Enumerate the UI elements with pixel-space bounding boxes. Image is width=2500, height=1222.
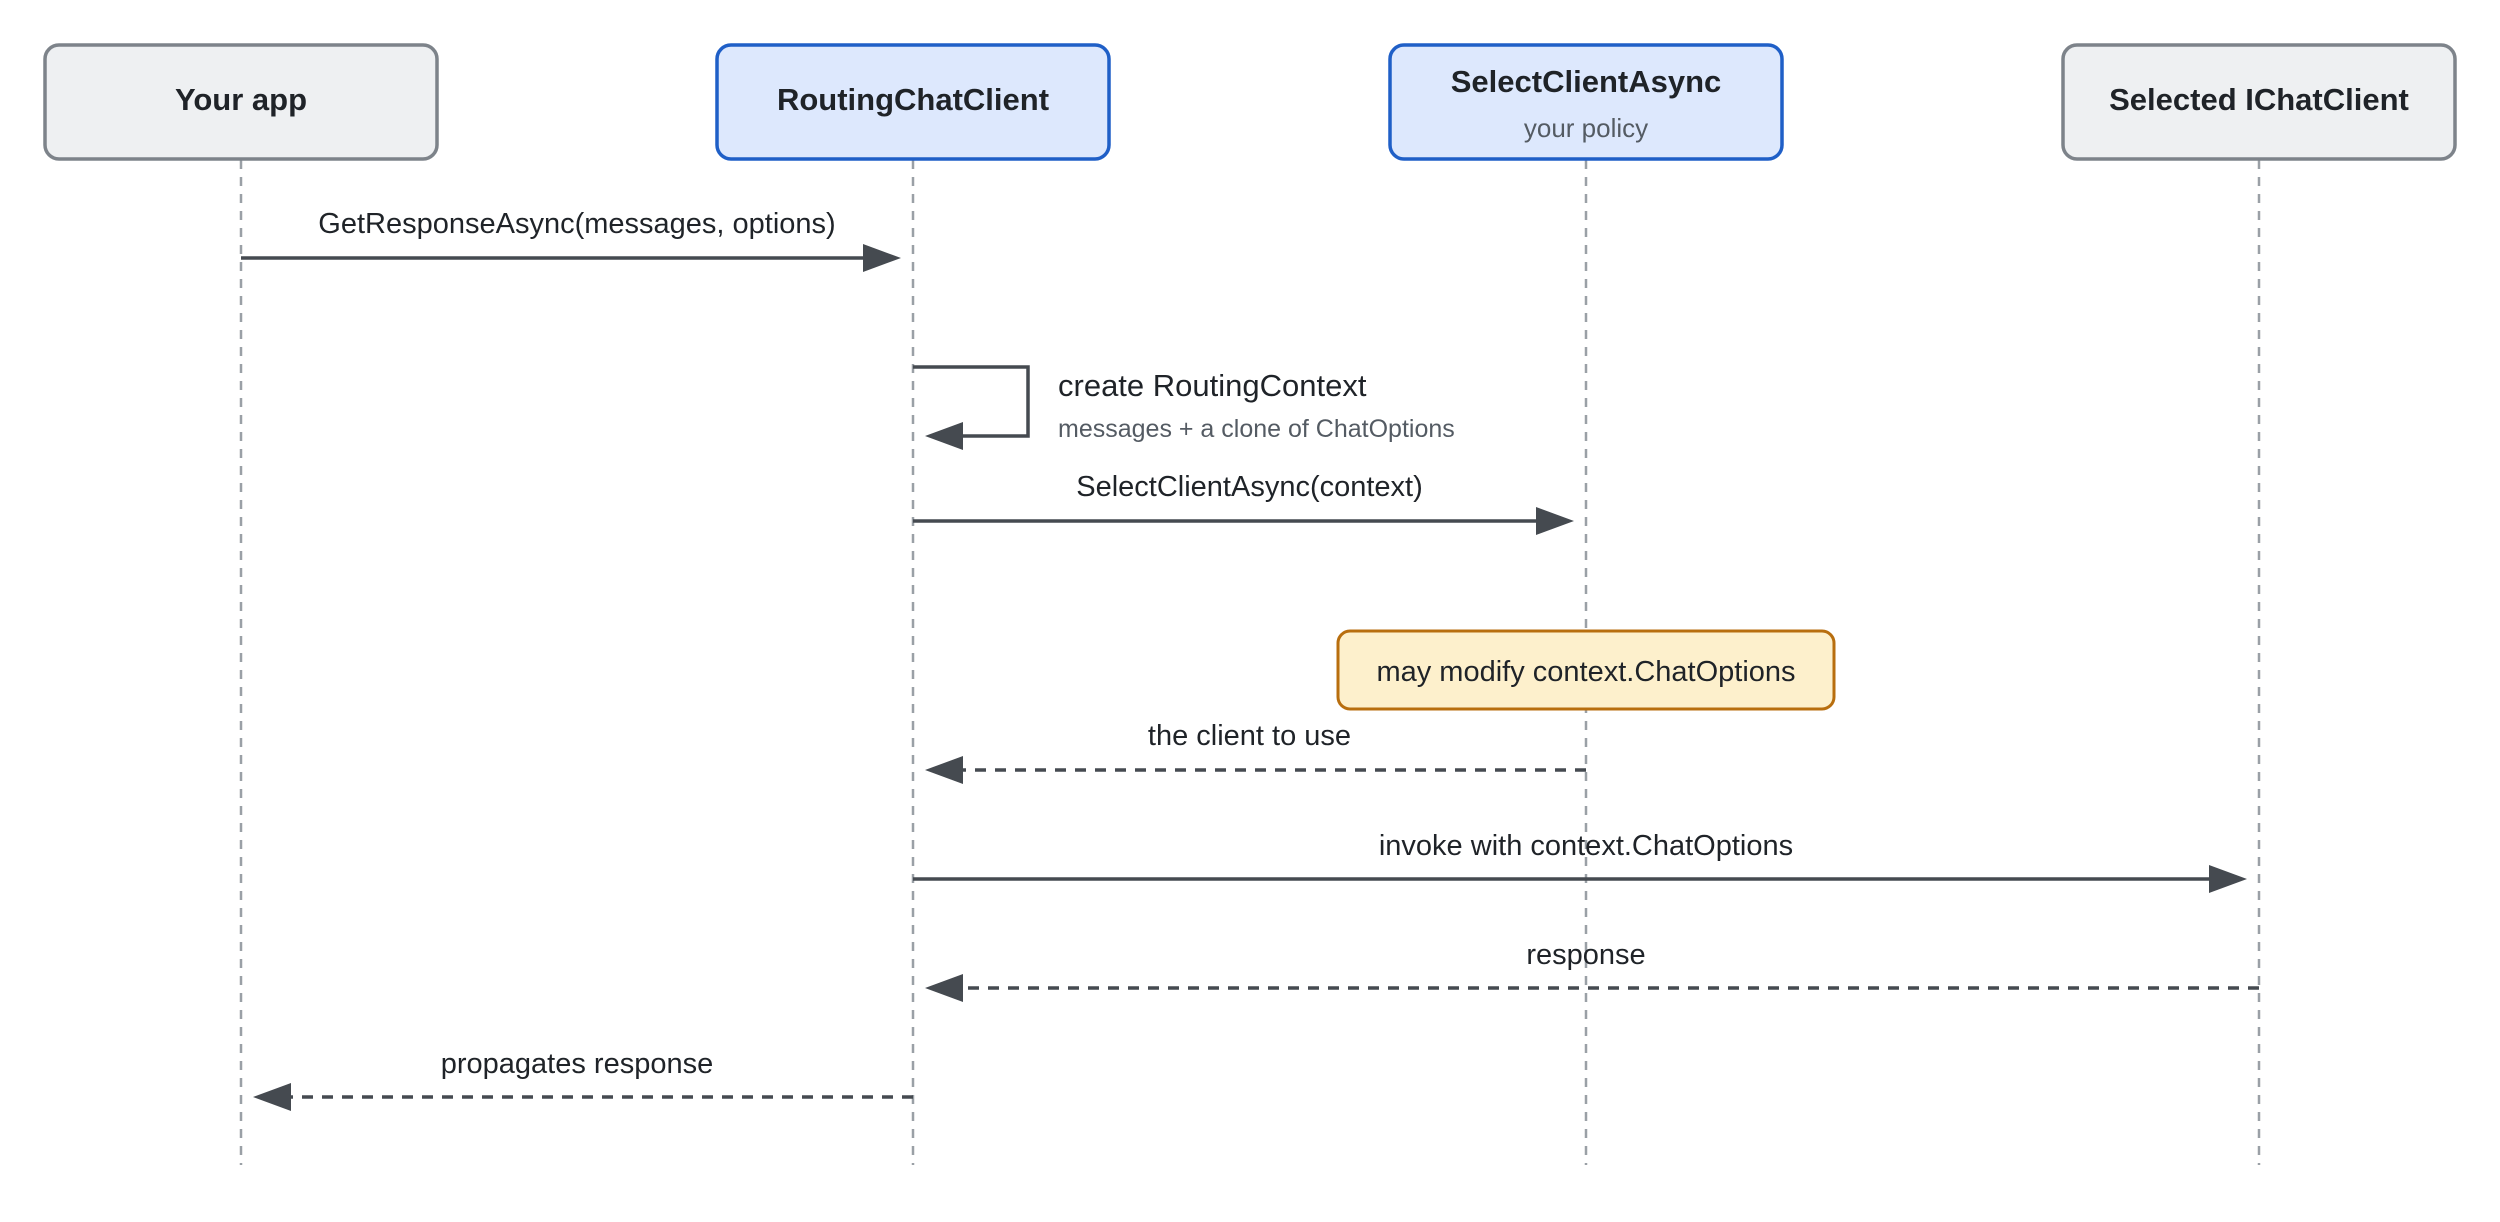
participant-client: Selected IChatClient (2061, 43, 2457, 161)
message-label: the client to use (1148, 720, 1351, 752)
message-label: response (1526, 939, 1645, 971)
arrowhead (1536, 507, 1574, 535)
message-2: create RoutingContext messages + a clone … (913, 365, 1455, 450)
self-call-line (913, 365, 1030, 438)
lifelines (239, 160, 2261, 1165)
participant-box (2061, 43, 2457, 161)
participant-title: RoutingChatClient (777, 82, 1049, 117)
arrowhead (863, 244, 901, 272)
arrowhead (2209, 865, 2247, 893)
arrowhead (925, 422, 963, 450)
arrowhead (925, 974, 963, 1002)
participant-select: SelectClientAsync your policy (1388, 43, 1784, 161)
message-sublabel: messages + a clone of ChatOptions (1058, 415, 1455, 443)
participant-title: Your app (175, 82, 307, 117)
arrowhead (925, 756, 963, 784)
message-7: propagates response (253, 1048, 913, 1111)
message-label: create RoutingContext (1058, 368, 1367, 403)
note-text: may modify context.ChatOptions (1376, 656, 1795, 688)
message-label: GetResponseAsync(messages, options) (318, 208, 835, 240)
messages: GetResponseAsync(messages, options) creat… (241, 208, 2259, 1111)
participant-app: Your app (43, 43, 439, 161)
note-box (1336, 629, 1836, 711)
participant-box (43, 43, 439, 161)
note-group: may modify context.ChatOptions (1336, 629, 1836, 711)
arrowhead (253, 1083, 291, 1111)
participants: Your app RoutingChatClient SelectClientAsy… (43, 43, 2457, 161)
message-label: invoke with context.ChatOptions (1379, 830, 1793, 862)
participant-title: SelectClientAsync (1451, 64, 1722, 99)
message-label: propagates response (441, 1048, 713, 1080)
message-6: response (925, 939, 2259, 1002)
message-label: SelectClientAsync(context) (1076, 471, 1423, 503)
participant-box (715, 43, 1111, 161)
participant-title: Selected IChatClient (2109, 82, 2409, 117)
message-1: GetResponseAsync(messages, options) (241, 208, 901, 272)
message-5: invoke with context.ChatOptions (913, 830, 2247, 893)
participant-router: RoutingChatClient (715, 43, 1111, 161)
participant-box (1388, 43, 1784, 161)
message-3: SelectClientAsync(context) (913, 471, 1574, 535)
message-4: the client to use (925, 720, 1586, 784)
participant-subtitle: your policy (1524, 113, 1648, 143)
